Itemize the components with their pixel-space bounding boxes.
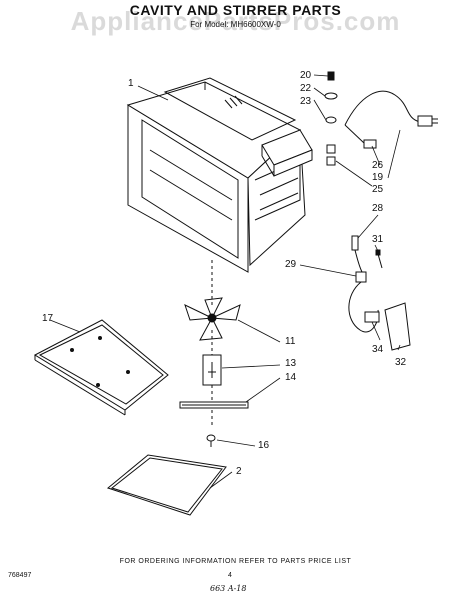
grommet xyxy=(206,434,216,447)
callout-34: 34 xyxy=(372,344,384,355)
document-code: 768497 xyxy=(8,572,32,579)
callout-23: 23 xyxy=(300,96,312,107)
callout-26: 26 xyxy=(372,160,384,171)
callout-29: 29 xyxy=(285,259,297,270)
power-cord xyxy=(344,90,438,149)
stirrer-coupler xyxy=(202,354,222,386)
callout-28: 28 xyxy=(372,203,384,214)
page-number: 4 xyxy=(228,572,232,579)
callout-leaders xyxy=(49,74,401,489)
stirrer-bar xyxy=(179,401,249,409)
model-subtitle: For Model: MH6600XW-0 xyxy=(190,20,281,29)
fastener-stack xyxy=(324,71,338,166)
bottom-plate xyxy=(33,319,169,416)
lamp-harness xyxy=(348,235,411,351)
callout-14: 14 xyxy=(285,372,297,383)
stirrer-fan xyxy=(184,297,241,341)
callout-32: 32 xyxy=(395,357,407,368)
callout-25: 25 xyxy=(372,184,384,195)
callout-17: 17 xyxy=(42,313,54,324)
callout-1: 1 xyxy=(128,78,134,89)
callout-20: 20 xyxy=(300,70,312,81)
callout-2: 2 xyxy=(236,466,242,477)
callout-19: 19 xyxy=(372,172,384,183)
handwritten-note: 663 A-18 xyxy=(210,584,247,593)
callout-22: 22 xyxy=(300,83,312,94)
callout-31: 31 xyxy=(372,234,384,245)
glass-tray xyxy=(106,454,227,516)
watermark: AppliancePartsPros.com xyxy=(70,6,401,36)
page-title: CAVITY AND STIRRER PARTS xyxy=(129,2,342,18)
callout-11: 11 xyxy=(285,336,296,347)
ordering-note: FOR ORDERING INFORMATION REFER TO PARTS … xyxy=(119,558,352,565)
callout-13: 13 xyxy=(285,358,297,369)
oven-cavity xyxy=(126,77,313,273)
callout-16: 16 xyxy=(258,440,270,451)
